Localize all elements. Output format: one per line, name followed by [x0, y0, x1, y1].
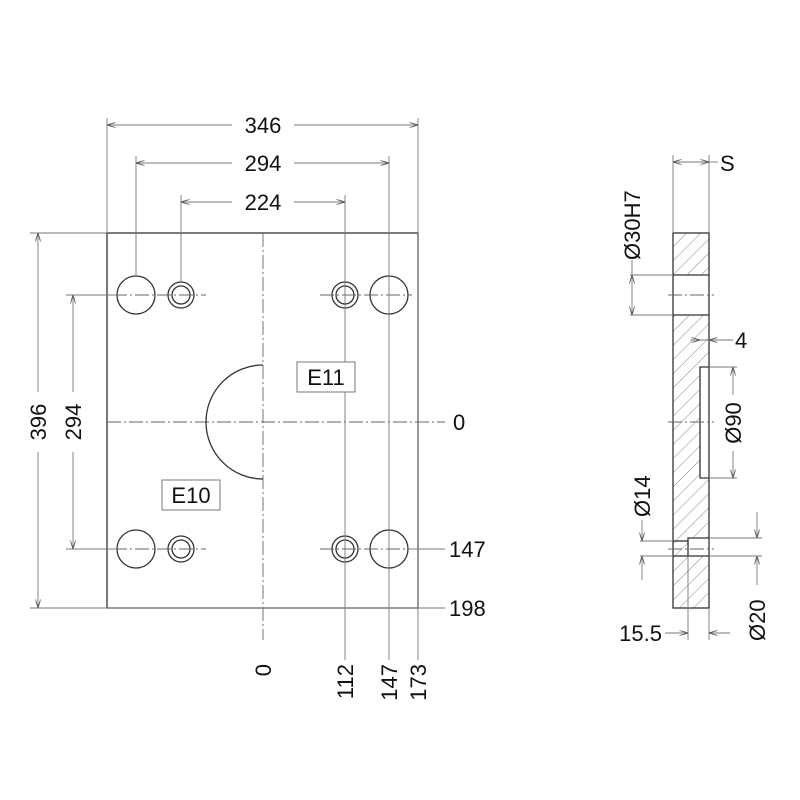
- dim-counterbore-dia: Ø20: [745, 599, 770, 641]
- ordinate-x-0: 0: [251, 664, 276, 676]
- side-view-section: S Ø30H7 4 Ø90 Ø14 Ø20 15.5: [619, 151, 770, 646]
- label-e11: E11: [307, 365, 345, 390]
- label-e10: E10: [171, 483, 210, 508]
- dim-294-horizontal: 294: [245, 151, 282, 176]
- ordinate-x-173: 173: [406, 664, 431, 701]
- dim-346: 346: [245, 113, 282, 138]
- dim-recess-dia: Ø90: [721, 402, 746, 444]
- ordinate-x-112: 112: [333, 664, 358, 699]
- label-box-e10: [161, 479, 221, 511]
- dim-224: 224: [245, 190, 282, 215]
- dim-bore-30h7: Ø30H7: [620, 190, 645, 260]
- plate-section-outline: [672, 232, 710, 609]
- ordinate-y-198: 198: [449, 596, 486, 621]
- label-box-e11: [296, 361, 356, 393]
- dim-counterbore-depth: 15.5: [619, 621, 662, 646]
- dim-through-dia: Ø14: [630, 475, 655, 517]
- dim-recess-depth: 4: [735, 328, 747, 353]
- hole-centerlines: [113, 294, 412, 550]
- dim-396: 396: [26, 404, 51, 441]
- semicircle-cutout: [205, 364, 264, 480]
- front-view: 346 294 224 396 294 E11 E10 0 147 198 0 …: [26, 112, 486, 701]
- ordinate-y-147: 147: [449, 537, 486, 562]
- ordinate-x-147: 147: [377, 664, 402, 701]
- dim-294-vertical: 294: [61, 404, 86, 441]
- dim-thickness-s: S: [720, 151, 735, 176]
- ordinate-y-0: 0: [453, 410, 465, 435]
